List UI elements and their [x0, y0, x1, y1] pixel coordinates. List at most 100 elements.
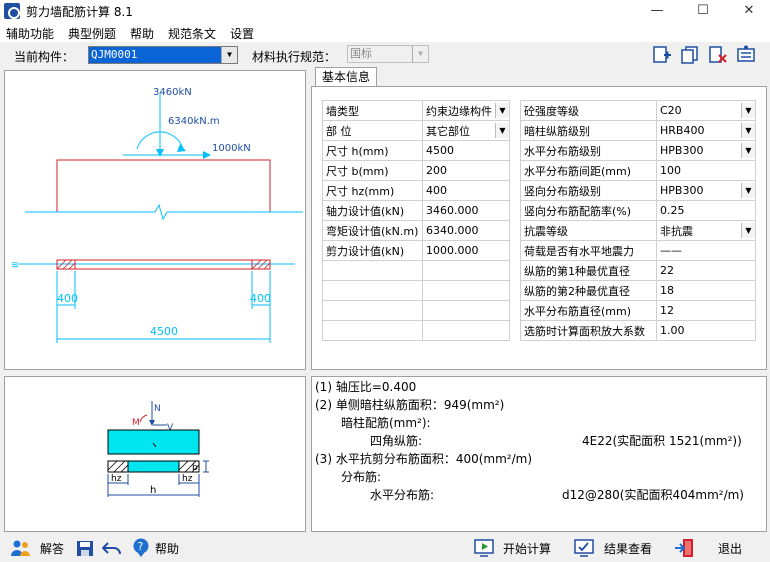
table-row: [322, 280, 510, 301]
wall-diagram: 3460kN 6340kN.m 1000kN ≋: [11, 87, 303, 343]
param-value[interactable]: 非抗震▼: [656, 220, 756, 241]
param-value[interactable]: 1.00: [656, 320, 756, 341]
param-value-text: 4500: [426, 144, 454, 157]
param-label: [322, 320, 423, 341]
param-value[interactable]: 22: [656, 260, 756, 281]
table-row: 尺寸 h(mm)4500: [322, 140, 510, 161]
param-value-text: HRB400: [660, 124, 705, 137]
param-value[interactable]: 0.25: [656, 200, 756, 221]
section-hz-left-label: hz: [111, 474, 122, 484]
param-value[interactable]: HRB400 ▼: [656, 120, 756, 141]
view-results-icon[interactable]: [574, 538, 596, 558]
chevron-down-icon[interactable]: ▼: [741, 183, 755, 198]
exit-icon[interactable]: [674, 538, 698, 558]
param-value-text: C20: [660, 104, 682, 117]
param-value[interactable]: 100: [656, 160, 756, 181]
start-calc-button[interactable]: 开始计算: [503, 542, 552, 556]
section-sketch-panel: N M V b hz hz h: [4, 376, 306, 532]
table-row: 墙类型约束边缘构件▼: [322, 100, 510, 121]
param-value-text: 200: [426, 164, 447, 177]
maximize-button[interactable]: ☐: [697, 3, 709, 18]
param-label: 砼强度等级: [520, 100, 657, 121]
length-dimension: 4500: [150, 325, 178, 338]
param-value[interactable]: HPB300▼: [656, 180, 756, 201]
param-value-text: 22: [660, 264, 674, 277]
settings-member-icon[interactable]: [736, 45, 756, 65]
menu-codes[interactable]: 规范条文: [168, 27, 217, 41]
result-line: (2) 单侧暗柱纵筋面积：949(mm²): [315, 398, 505, 412]
add-member-icon[interactable]: [652, 45, 672, 65]
param-value[interactable]: C20 ▼: [656, 100, 756, 121]
param-value[interactable]: 200: [422, 160, 510, 181]
menu-aux[interactable]: 辅助功能: [6, 27, 55, 41]
material-select[interactable]: 国标 ▼: [347, 45, 429, 63]
undo-icon[interactable]: [102, 541, 122, 555]
param-value: [422, 300, 510, 321]
param-label: [322, 280, 423, 301]
chevron-down-icon[interactable]: ▼: [741, 223, 755, 238]
help-button[interactable]: 帮助: [155, 542, 180, 556]
param-value[interactable]: 1000.000: [422, 240, 510, 261]
param-value[interactable]: 约束边缘构件▼: [422, 100, 510, 121]
table-row: [322, 320, 510, 341]
exit-button[interactable]: 退出: [718, 542, 743, 556]
answer-icon[interactable]: [10, 539, 30, 557]
menu-examples[interactable]: 典型例题: [68, 27, 117, 41]
menu-settings[interactable]: 设置: [230, 27, 255, 41]
param-label: 尺寸 h(mm): [322, 140, 423, 161]
minimize-button[interactable]: —: [650, 3, 664, 18]
delete-member-icon[interactable]: [708, 45, 728, 65]
current-member-select[interactable]: QJM0001 ▼: [88, 46, 238, 64]
param-value-text: 18: [660, 284, 674, 297]
section-h-label: h: [150, 485, 156, 496]
param-value[interactable]: ——: [656, 240, 756, 261]
view-results-button[interactable]: 结果查看: [604, 542, 653, 556]
table-row: 尺寸 b(mm)200: [322, 160, 510, 181]
chevron-down-icon[interactable]: ▼: [741, 103, 755, 118]
axis-marker: ≋: [11, 260, 19, 271]
param-label: 竖向分布筋级别: [520, 180, 657, 201]
chevron-down-icon[interactable]: ▼: [495, 103, 509, 118]
shear-label: 1000kN: [212, 143, 251, 154]
param-value[interactable]: 其它部位▼: [422, 120, 510, 141]
param-value-text: 0.25: [660, 204, 685, 217]
result-line: 水平分布筋:: [370, 488, 435, 502]
save-icon[interactable]: [76, 540, 94, 557]
param-value[interactable]: 6340.000: [422, 220, 510, 241]
param-label: 水平分布筋间距(mm): [520, 160, 657, 181]
copy-member-icon[interactable]: [680, 45, 700, 65]
param-label: 部 位: [322, 120, 423, 141]
param-value[interactable]: 400: [422, 180, 510, 201]
param-value[interactable]: HPB300▼: [656, 140, 756, 161]
param-value-text: 约束边缘构件: [426, 104, 492, 118]
start-calc-icon[interactable]: [474, 538, 496, 558]
chevron-down-icon[interactable]: ▼: [495, 123, 509, 138]
param-value[interactable]: 12: [656, 300, 756, 321]
svg-text:?: ?: [138, 540, 144, 553]
param-label: 暗柱纵筋级别: [520, 120, 657, 141]
param-value[interactable]: 3460.000: [422, 200, 510, 221]
param-label: 弯矩设计值(kN.m): [322, 220, 423, 241]
param-label: 水平分布筋直径(mm): [520, 300, 657, 321]
tab-basic-info[interactable]: 基本信息: [315, 67, 377, 87]
chevron-down-icon[interactable]: ▼: [741, 143, 755, 158]
answer-button[interactable]: 解答: [40, 542, 65, 556]
param-value[interactable]: 18: [656, 280, 756, 301]
close-button[interactable]: ✕: [743, 3, 755, 18]
moment-label: 6340kN.m: [168, 116, 220, 127]
help-icon[interactable]: ?: [132, 538, 150, 558]
status-bar: 解答 ? 帮助 开始计算 结果查看 退出: [0, 534, 770, 562]
table-row: [322, 300, 510, 321]
results-panel: (1) 轴压比=0.400 (2) 单侧暗柱纵筋面积：949(mm²) 暗柱配筋…: [311, 376, 767, 532]
param-value[interactable]: 4500: [422, 140, 510, 161]
param-value: [422, 280, 510, 301]
chevron-down-icon[interactable]: ▼: [741, 123, 755, 138]
table-row: 部 位其它部位▼: [322, 120, 510, 141]
param-value-text: 3460.000: [426, 204, 479, 217]
menu-help[interactable]: 帮助: [130, 27, 155, 41]
